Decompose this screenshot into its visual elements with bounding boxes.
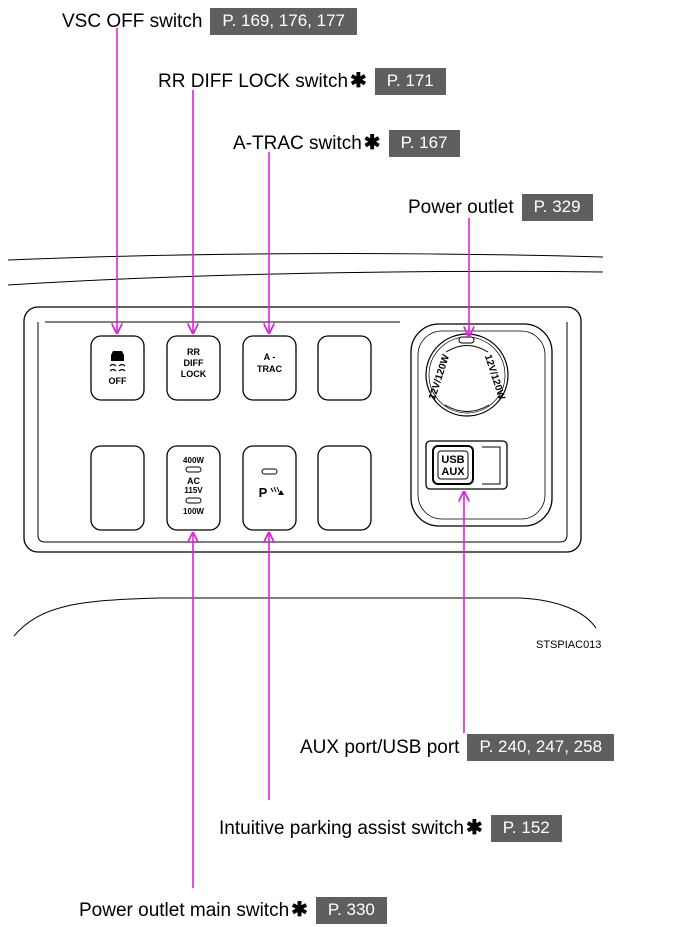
- ac-indicator-400w: [185, 466, 202, 473]
- callout-power-outlet-text: Power outlet: [408, 196, 514, 218]
- dash-line-lower: [7, 270, 604, 286]
- skid-car-icon: [109, 351, 126, 372]
- panel-inner-frame: [37, 322, 568, 543]
- callout-parking-assist-text: Intuitive parking assist switch: [219, 817, 464, 839]
- figure-code: STSPIAC013: [536, 639, 601, 651]
- callout-parking-assist: Intuitive parking assist switch ✱ P. 152: [219, 815, 562, 842]
- callout-aux-usb-text: AUX port/USB port: [300, 736, 460, 758]
- usb-aux-port[interactable]: [432, 445, 474, 485]
- a-trac-switch[interactable]: [242, 335, 297, 401]
- callout-vsc-off-ref[interactable]: P. 169, 176, 177: [210, 8, 357, 35]
- blank-switch-3: [317, 445, 372, 531]
- vsc-off-text: OFF: [109, 376, 127, 386]
- ac-400w-text: 400W: [183, 456, 204, 465]
- callout-aux-usb-ref[interactable]: P. 240, 247, 258: [467, 734, 615, 761]
- rr-diff-lock-switch[interactable]: [166, 335, 221, 401]
- ac-indicator-100w: [185, 497, 202, 504]
- rr-diff-text-3: LOCK: [181, 369, 207, 379]
- vsc-off-switch[interactable]: [90, 335, 145, 401]
- ac-115v-text: 115V: [184, 486, 203, 495]
- parking-p-text: P: [259, 485, 268, 500]
- callout-power-outlet-main: Power outlet main switch ✱ P. 330: [79, 897, 387, 924]
- callout-power-outlet-main-text: Power outlet main switch: [79, 899, 290, 921]
- callout-vsc-off-text: VSC OFF switch: [62, 10, 203, 32]
- callout-aux-usb: AUX port/USB port P. 240, 247, 258: [300, 734, 615, 761]
- callout-a-trac-ref[interactable]: P. 167: [388, 130, 460, 157]
- usb-cover-hinge: [482, 446, 501, 485]
- callout-rr-diff-lock: RR DIFF LOCK switch ✱ P. 171: [158, 68, 446, 95]
- callout-power-outlet-main-star: ✱: [291, 899, 308, 922]
- outlet-housing-inner: [417, 330, 546, 520]
- callout-rr-diff-lock-star: ✱: [350, 70, 367, 93]
- blank-switch-2: [90, 445, 145, 531]
- callout-rr-diff-lock-ref[interactable]: P. 171: [374, 68, 446, 95]
- callout-power-outlet: Power outlet P. 329: [408, 194, 593, 221]
- blank-switch-1: [317, 335, 372, 401]
- rr-diff-text-1: RR: [187, 347, 200, 357]
- rr-diff-text-2: DIFF: [184, 358, 204, 368]
- ac-100w-text: 100W: [183, 507, 204, 516]
- parking-assist-switch[interactable]: [242, 445, 297, 531]
- callout-parking-assist-star: ✱: [466, 817, 483, 840]
- power-outlet-main-switch[interactable]: [166, 445, 221, 531]
- dash-line-upper: [7, 253, 604, 261]
- parking-indicator: [261, 468, 278, 475]
- callout-a-trac: A-TRAC switch ✱ P. 167: [233, 130, 460, 157]
- callout-vsc-off: VSC OFF switch P. 169, 176, 177: [62, 8, 357, 35]
- a-trac-text-2: TRAC: [257, 364, 282, 374]
- callout-parking-assist-ref[interactable]: P. 152: [490, 815, 562, 842]
- callout-rr-diff-lock-text: RR DIFF LOCK switch: [158, 70, 349, 92]
- callout-power-outlet-main-ref[interactable]: P. 330: [315, 897, 387, 924]
- callout-a-trac-star: ✱: [363, 132, 381, 155]
- ac-text: AC: [187, 476, 200, 486]
- callout-a-trac-text: A-TRAC switch: [233, 132, 362, 154]
- usb-text: USB: [441, 454, 464, 466]
- parking-sonar-icon: [270, 486, 284, 495]
- a-trac-text-1: A -: [264, 352, 276, 362]
- callout-power-outlet-ref[interactable]: P. 329: [521, 194, 593, 221]
- lower-dash-curve: [13, 597, 597, 637]
- aux-text: AUX: [441, 466, 465, 478]
